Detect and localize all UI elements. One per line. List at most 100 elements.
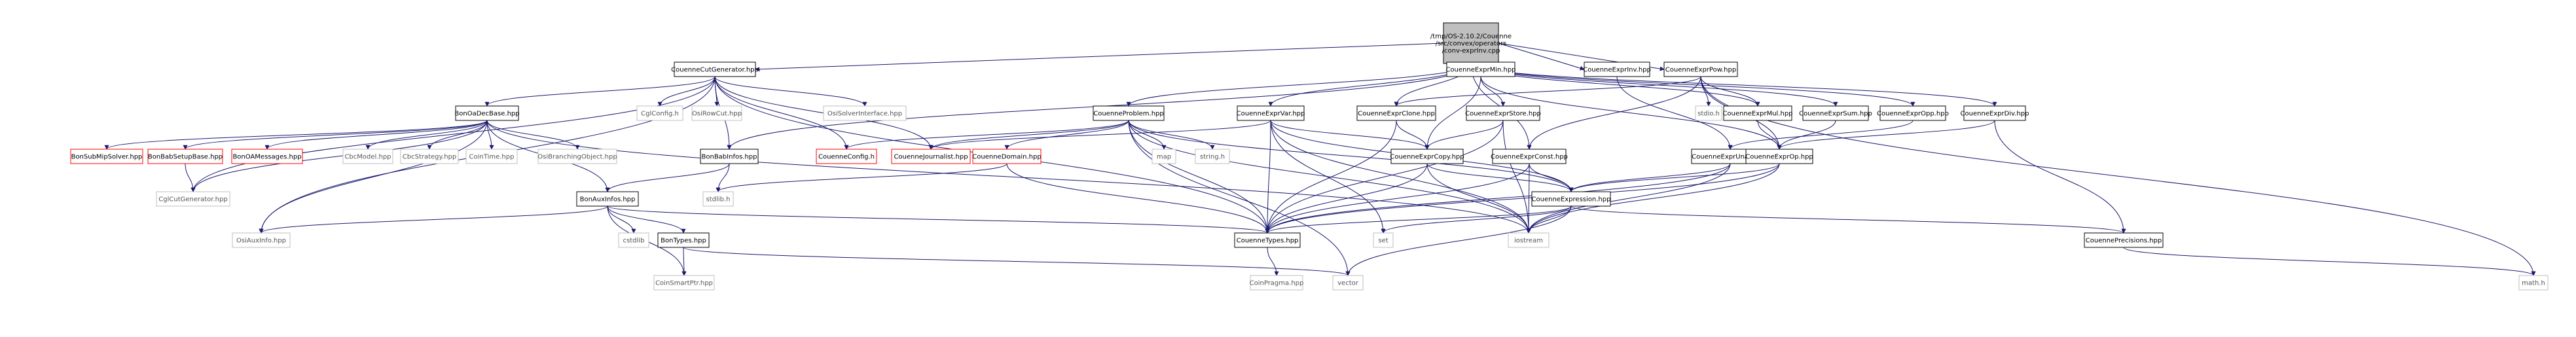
node-div[interactable]: CouenneExprDiv.hpp [1961, 105, 2029, 121]
edge-min-to-store [1480, 76, 1506, 107]
node-cbcmodel[interactable]: CbcModel.hpp [342, 149, 393, 164]
node-label: CoinSmartPtr.hpp [655, 280, 713, 287]
node-pow[interactable]: CouenneExprPow.hpp [1663, 62, 1738, 77]
edge-oadec-to-oamsg [264, 120, 488, 150]
edge-root-to-cutgen [755, 43, 1444, 72]
node-label: CouenneExprCopy.hpp [1390, 154, 1464, 161]
node-const[interactable]: CouenneExprConst.hpp [1491, 149, 1568, 164]
node-precisions[interactable]: CouennePrecisions.hpp [2084, 232, 2164, 248]
node-label: math.h [2522, 280, 2545, 287]
node-pragma[interactable]: CoinPragma.hpp [1250, 275, 1304, 291]
node-box [1250, 275, 1303, 291]
node-box [400, 149, 459, 164]
node-label: CoinPragma.hpp [1250, 280, 1304, 287]
node-domain[interactable]: CouenneDomain.hpp [972, 149, 1042, 164]
node-root[interactable]: /tmp/OS-2.10.2/Couenne/src/convex/operat… [1430, 22, 1512, 64]
node-vector[interactable]: vector [1332, 275, 1364, 291]
node-osisolver[interactable]: OsiSolverInterface.hpp [823, 105, 907, 121]
node-sum[interactable]: CouenneExprSum.hpp [1799, 105, 1872, 121]
node-label: CoinTime.hpp [469, 154, 515, 161]
node-oadec[interactable]: BonOaDecBase.hpp [454, 105, 520, 121]
node-math[interactable]: math.h [2518, 275, 2549, 291]
node-cstdlib[interactable]: cstdlib [618, 232, 649, 248]
node-babinfos[interactable]: BonBabInfos.hpp [700, 149, 759, 164]
edge-domain-to-stdlib [716, 163, 1007, 192]
node-osiaux[interactable]: OsiAuxInfo.hpp [232, 232, 291, 248]
node-map[interactable]: map [1152, 149, 1176, 164]
node-string[interactable]: string.h [1195, 149, 1230, 164]
node-oamsg[interactable]: BonOAMessages.hpp [231, 149, 303, 164]
node-iostream[interactable]: iostream [1508, 232, 1550, 248]
node-stdlib[interactable]: stdlib.h [702, 191, 734, 207]
edge-auxinfos-to-bontypes [607, 205, 686, 234]
node-cointime[interactable]: CoinTime.hpp [465, 149, 518, 164]
node-label: CouenneExprOp.hpp [1745, 154, 1813, 161]
node-submip[interactable]: BonSubMipSolver.hpp [70, 149, 143, 164]
node-label: OsiBranchingObject.hpp [537, 154, 617, 161]
node-cglconfig[interactable]: CglConfig.h [636, 105, 683, 121]
node-box [1584, 62, 1650, 77]
node-label: CouenneExprSum.hpp [1799, 111, 1872, 118]
edge-var-to-iostream [1270, 120, 1531, 234]
node-copy[interactable]: CouenneExprCopy.hpp [1390, 149, 1464, 164]
node-expression[interactable]: CouenneExpression.hpp [1531, 191, 1611, 207]
node-label: CouenneExprClone.hpp [1358, 111, 1435, 118]
edge-expression-to-types [1265, 205, 1572, 234]
node-box [156, 191, 230, 207]
edge-problem-to-domain [1004, 120, 1129, 150]
node-osibranch[interactable]: OsiBranchingObject.hpp [537, 149, 617, 164]
node-cutgen[interactable]: CouenneCutGenerator.hpp [671, 62, 759, 77]
node-osirowcut[interactable]: OsiRowCut.hpp [691, 105, 742, 121]
node-opp[interactable]: CouenneExprOpp.hpp [1877, 105, 1949, 121]
node-babsetup[interactable]: BonBabSetupBase.hpp [147, 149, 223, 164]
node-smartptr[interactable]: CoinSmartPtr.hpp [653, 275, 715, 291]
node-box [1152, 149, 1176, 164]
node-set[interactable]: set [1373, 232, 1394, 248]
node-mul[interactable]: CouenneExprMul.hpp [1722, 105, 1793, 121]
node-stdio[interactable]: stdio.h [1695, 105, 1722, 121]
edge-store-to-copy [1424, 120, 1504, 150]
edge-types-to-pragma [1267, 247, 1279, 276]
node-label: CouenneCutGenerator.hpp [671, 67, 759, 74]
node-box [1492, 149, 1567, 164]
node-box [1356, 105, 1436, 121]
node-cbcstrat[interactable]: CbcStrategy.hpp [400, 149, 459, 164]
node-cglcutgen[interactable]: CglCutGenerator.hpp [156, 191, 230, 207]
edge-copy-to-expression [1426, 163, 1574, 192]
node-op[interactable]: CouenneExprOp.hpp [1745, 149, 1813, 164]
node-auxinfos[interactable]: BonAuxInfos.hpp [576, 191, 639, 207]
node-store[interactable]: CouenneExprStore.hpp [1465, 105, 1541, 121]
node-box [1531, 191, 1611, 207]
node-box [232, 232, 291, 248]
node-box [1663, 62, 1738, 77]
node-box [231, 149, 303, 164]
node-problem[interactable]: CouenneProblem.hpp [1093, 105, 1165, 121]
node-box [1879, 105, 1946, 121]
edge-const-to-expression [1529, 163, 1574, 192]
node-cconfig[interactable]: CouenneConfig.h [816, 149, 877, 164]
node-label: string.h [1200, 154, 1225, 161]
node-label: CouenneExprVar.hpp [1237, 111, 1305, 118]
node-label: /conv-exprInv.cpp [1442, 48, 1500, 55]
node-bontypes[interactable]: BonTypes.hpp [657, 232, 710, 248]
node-label: CglConfig.h [641, 111, 679, 118]
node-var[interactable]: CouenneExprVar.hpp [1237, 105, 1305, 121]
node-label: BonAuxInfos.hpp [580, 196, 636, 204]
node-label: CouenneDomain.hpp [972, 154, 1041, 161]
edge-sum-to-op [1777, 120, 1836, 150]
node-box [1466, 105, 1540, 121]
node-inv[interactable]: CouenneExprInv.hpp [1583, 62, 1651, 77]
node-box [1195, 149, 1230, 164]
edge-copy-to-types [1265, 163, 1428, 234]
node-box [691, 105, 742, 121]
node-label: CbcModel.hpp [344, 154, 391, 161]
node-min[interactable]: CouenneExprMin.hpp [1445, 62, 1516, 77]
node-types[interactable]: CouenneTypes.hpp [1234, 232, 1301, 248]
node-journalist[interactable]: CouenneJournalist.hpp [891, 149, 971, 164]
node-clone[interactable]: CouenneExprClone.hpp [1356, 105, 1436, 121]
node-box [1695, 105, 1722, 121]
node-box [657, 232, 710, 248]
node-label: stdlib.h [706, 196, 731, 204]
node-label: set [1378, 238, 1388, 245]
node-label: CouenneExprDiv.hpp [1961, 111, 2029, 118]
